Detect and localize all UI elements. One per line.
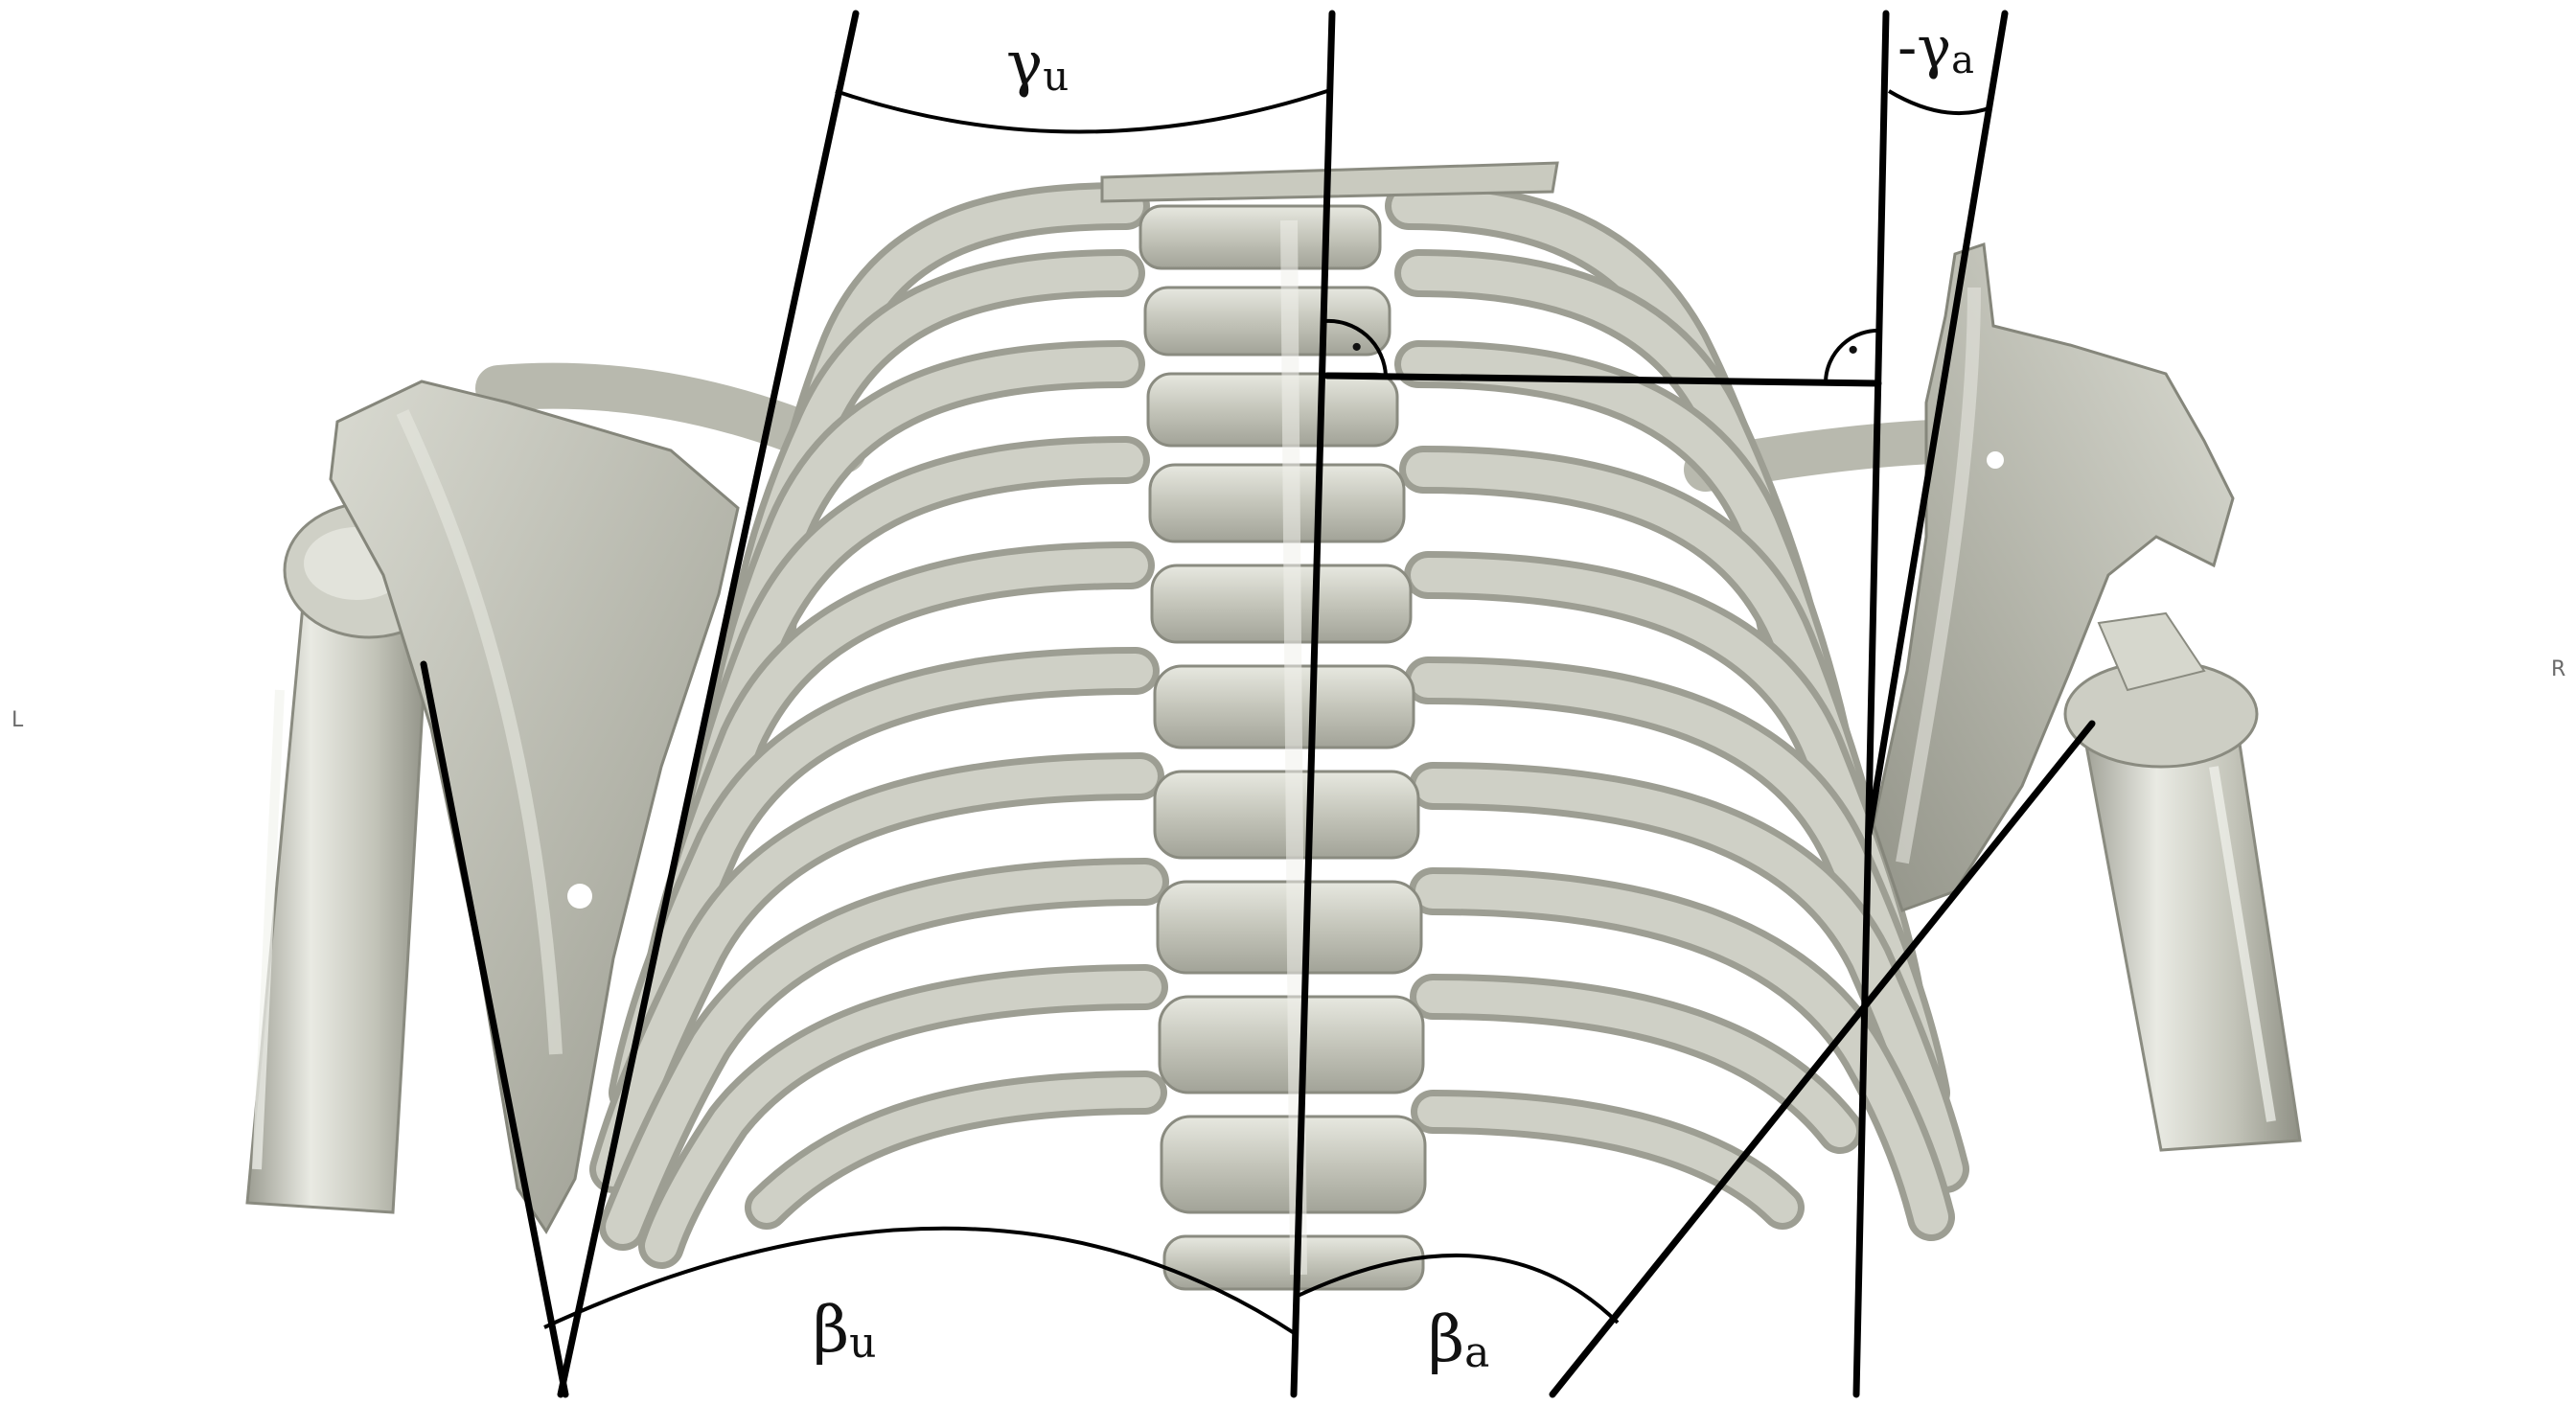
gamma-a-label: -γa [1898,14,1974,82]
gamma-u-subscript: u [1043,53,1069,100]
beta-a-symbol: β [1428,1302,1464,1376]
right-scapula-axis-line [1865,10,2009,838]
right-angle-arc-spine [1323,318,1388,377]
right-vertical-reference-line [1852,10,1890,1398]
gamma-a-symbol: -γ [1898,14,1951,81]
beta-a-arc [1295,1253,1620,1324]
beta-u-label: βu [813,1293,877,1368]
right-humerus-axis-line [1549,720,2096,1398]
gamma-u-arc [835,89,1328,134]
horizontal-perpendicular-line [1323,372,1882,387]
beta-u-arc [543,1226,1298,1336]
left-ribs [589,182,1169,1269]
left-scapula [329,380,740,1234]
gamma-a-arc [1887,89,1992,116]
thorax-bone-render [245,161,2302,1291]
beta-u-subscript: u [849,1319,876,1368]
left-scapula-axis-line [557,10,860,1398]
orientation-left-label: L [12,708,24,732]
right-angle-dot-right: · [1846,326,1860,375]
gamma-u-label: γu [1006,29,1069,100]
orientation-right-label: R [2551,657,2565,681]
right-scapula [1872,242,2235,912]
beta-a-label: βa [1428,1302,1489,1377]
gamma-a-subscript: a [1951,38,1974,82]
thoracic-spine [1100,161,1559,1291]
spine-axis-line [1290,10,1336,1398]
right-angle-arc-right [1824,328,1882,382]
beta-a-subscript: a [1464,1328,1489,1377]
measurement-lines [420,10,2096,1398]
right-humerus [2063,611,2302,1152]
gamma-u-symbol: γ [1006,29,1043,100]
beta-u-symbol: β [813,1293,849,1367]
angle-arcs [543,89,1992,1336]
left-humerus-axis-line [420,660,569,1398]
right-angle-dot-spine: · [1349,323,1364,372]
